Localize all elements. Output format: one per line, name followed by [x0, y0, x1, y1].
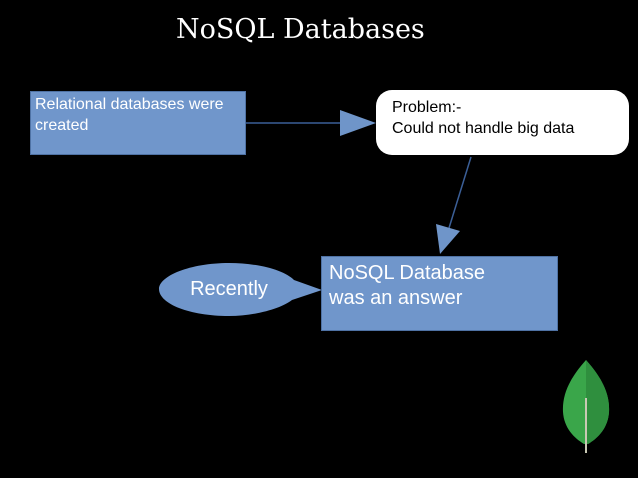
recently-callout-bubble — [159, 263, 322, 316]
connector-problem-to-nosql — [448, 156, 472, 229]
relational-databases-box: Relational databases were created — [30, 91, 246, 155]
relational-box-line2: created — [35, 117, 89, 134]
problem-box: Problem:- Could not handle big data — [376, 90, 629, 155]
nosql-box-line2: was an answer — [329, 287, 463, 309]
nosql-box-line1: NoSQL Database — [329, 262, 486, 284]
problem-box-line1: Problem:- — [392, 99, 462, 116]
green-leaf-icon — [562, 360, 610, 453]
arrowhead-right — [340, 110, 376, 136]
problem-box-line2: Could not handle big data — [392, 120, 575, 137]
arrowhead-down — [436, 224, 460, 254]
recently-callout-label: Recently — [190, 278, 268, 300]
slide-title: NoSQL Databases — [176, 14, 425, 45]
nosql-answer-box: NoSQL Database was an answer — [321, 256, 558, 331]
relational-box-line1: Relational databases were — [35, 96, 224, 113]
